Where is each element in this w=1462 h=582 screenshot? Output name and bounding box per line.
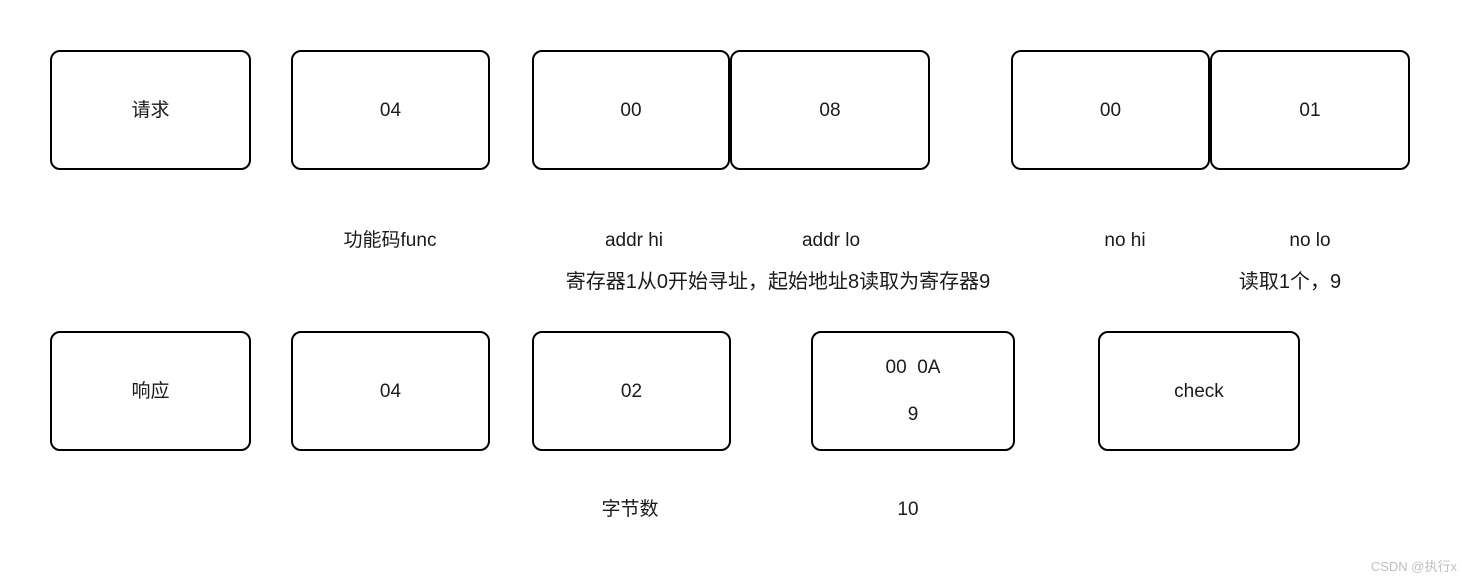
response-data-box: 00 0A 9 <box>811 331 1015 451</box>
response-func-code-box: 04 <box>291 331 490 451</box>
byte-count-label: 字节数 <box>601 499 659 520</box>
request-addr-hi-box: 00 <box>532 50 730 170</box>
addr-lo-label: addr lo <box>801 230 861 251</box>
request-no-lo-box: 01 <box>1210 50 1410 170</box>
addressing-annotation: 寄存器1从0开始寻址，起始地址8读取为寄存器9 <box>565 271 991 293</box>
no-hi-label: no hi <box>1104 230 1146 251</box>
response-row-label-box: 响应 <box>50 331 251 451</box>
func-code-label: 功能码func <box>343 230 437 251</box>
data-decimal-label: 10 <box>897 499 919 520</box>
request-addr-lo-box: 08 <box>730 50 930 170</box>
response-byte-count-box: 02 <box>532 331 731 451</box>
response-check-box: check <box>1098 331 1300 451</box>
request-row-label-box: 请求 <box>50 50 251 170</box>
csdn-watermark: CSDN @执行x <box>1370 559 1457 574</box>
response-data-decimal: 9 <box>907 404 919 425</box>
request-no-hi-box: 00 <box>1011 50 1210 170</box>
read-count-annotation: 读取1个，9 <box>1238 271 1342 293</box>
response-data-hex: 00 0A <box>885 357 941 378</box>
addr-hi-label: addr hi <box>604 230 664 251</box>
request-func-code-box: 04 <box>291 50 490 170</box>
no-lo-label: no lo <box>1289 230 1331 251</box>
